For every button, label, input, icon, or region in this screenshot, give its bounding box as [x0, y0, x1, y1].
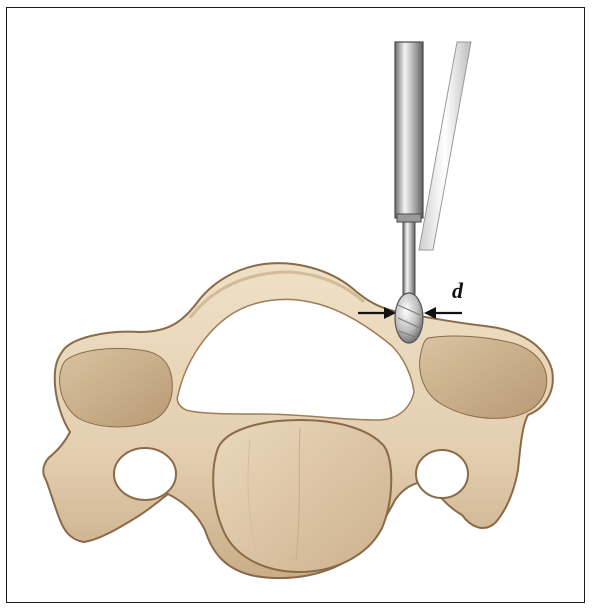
drill-shaft — [395, 42, 423, 218]
dimension-label: d — [452, 278, 464, 303]
vertebral-body — [213, 420, 391, 572]
left-lateral-mass — [60, 348, 173, 426]
drill-narrow-shaft — [403, 222, 415, 294]
instrument-guide-rod — [419, 42, 471, 250]
right-transverse-foramen — [416, 450, 468, 498]
drill-collar — [397, 214, 421, 222]
left-transverse-foramen — [114, 448, 176, 500]
